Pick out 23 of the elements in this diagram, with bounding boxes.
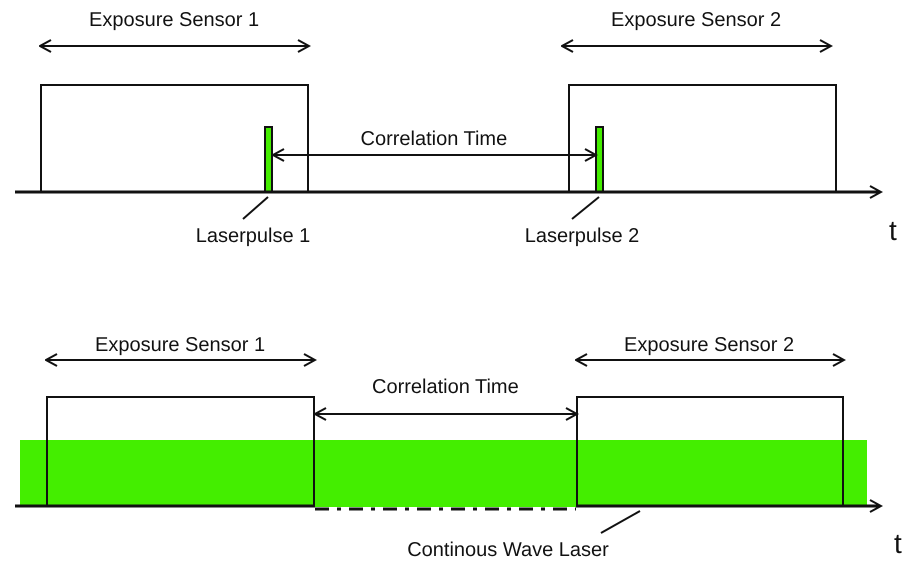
axis-label: t — [894, 528, 902, 560]
exposure-window — [568, 84, 837, 193]
axis-label: t — [889, 215, 897, 247]
callout-text: Laserpulse 2 — [497, 222, 667, 250]
exposure-window — [46, 396, 315, 507]
dimension-label: Exposure Sensor 2 — [624, 333, 794, 357]
leader-line — [600, 510, 640, 534]
edge-label: Correlation Time — [372, 375, 519, 399]
dimension-label: Exposure Sensor 2 — [611, 8, 782, 32]
callout-text: Laserpulse 1 — [168, 222, 338, 250]
dimension-label: Exposure Sensor 1 — [89, 8, 260, 32]
double-arrow — [272, 148, 597, 162]
dimension-label: Exposure Sensor 1 — [95, 333, 266, 357]
double-arrow — [314, 407, 578, 421]
edge-label: Correlation Time — [360, 127, 508, 151]
exposure-window — [576, 396, 844, 507]
callout-text: Continous Wave Laser — [352, 536, 664, 561]
laser-pulse-bar — [595, 126, 604, 193]
leader-line — [571, 196, 600, 220]
leader-line — [242, 196, 269, 220]
laser-band — [20, 440, 867, 507]
laser-pulse-bar — [264, 126, 273, 193]
exposure-window — [40, 84, 309, 193]
